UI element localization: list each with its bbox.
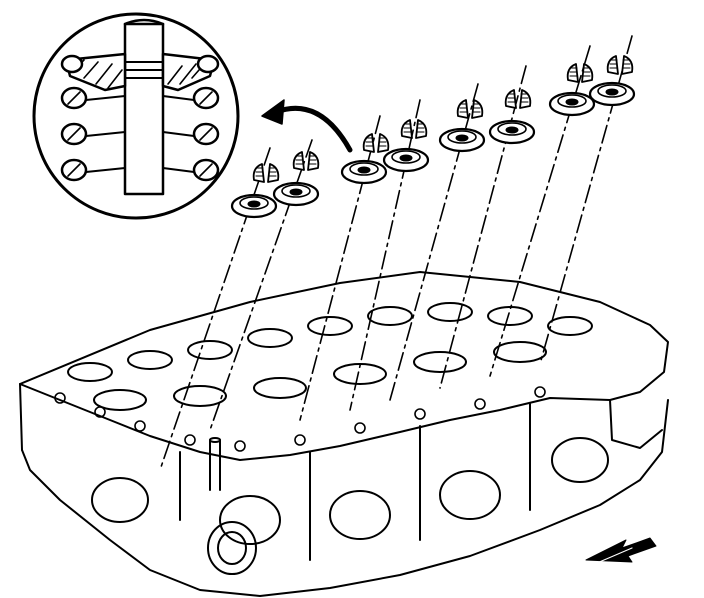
valve-keeper [566,63,594,83]
valve-set [209,139,320,431]
cylinder-head [19,271,669,597]
valve-keeper [252,163,280,183]
callout-arrow [261,99,353,153]
valve-set [439,65,536,389]
valve-keeper [606,55,634,75]
valve-set [389,83,486,401]
valve-set [349,99,430,411]
valve-keeper [292,151,320,171]
valve-keeper [456,99,484,119]
valve-spring-retainers [159,35,636,471]
valve-spring-retainer [488,119,536,145]
valve-keeper [400,119,428,139]
valve-set [489,45,596,377]
valve-set [539,35,636,365]
valve-set [159,147,280,471]
valve-spring-retainer [588,81,636,107]
detail-view [32,12,240,220]
valve-spring-retainer [272,181,320,207]
valve-spring-retainer [230,193,278,219]
valve-spring-retainer [382,147,430,173]
valve-keeper [362,133,390,153]
valve-spring-retainer [548,91,596,117]
valve-set [299,115,390,421]
front-direction-arrow [585,537,657,567]
valve-keeper [504,89,532,109]
valve-spring-retainer [438,127,486,153]
valve-spring-retainer [340,159,388,185]
